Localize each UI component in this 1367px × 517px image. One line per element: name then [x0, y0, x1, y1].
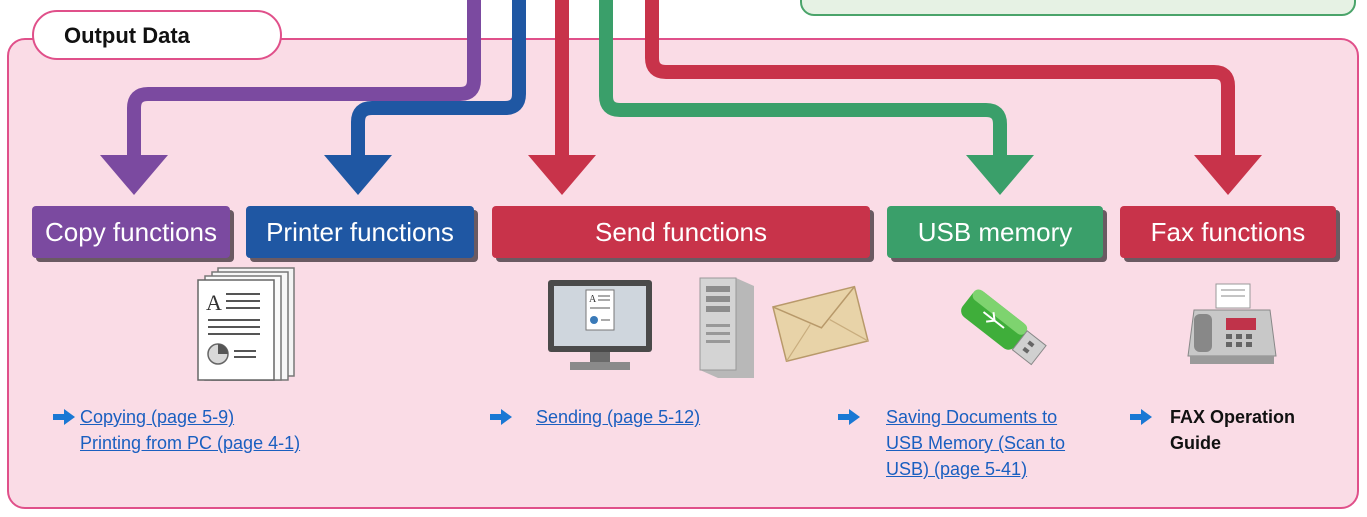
svg-text:A: A	[589, 294, 597, 305]
usb-arrow-head	[966, 155, 1034, 195]
output-data-tab: Output Data	[32, 10, 282, 60]
printing-link[interactable]: Printing from PC (page 4-1)	[80, 433, 301, 453]
usb-drive-icon	[961, 289, 1047, 366]
monitor-icon: A	[548, 280, 652, 370]
sending-link[interactable]: Sending (page 5-12)	[536, 407, 701, 427]
envelope-icon	[772, 285, 869, 362]
arrow-bullet-icon	[53, 409, 75, 425]
fax-machine-icon	[1187, 283, 1277, 364]
page-title: Output Data	[64, 23, 190, 48]
fax-functions-box: Fax functions	[1120, 206, 1336, 258]
document-stack-icon: A	[197, 267, 295, 381]
copying-link[interactable]: Copying (page 5-9)	[80, 407, 235, 427]
usb-saving-link-line1[interactable]: Saving Documents to	[886, 407, 1058, 427]
usb-flow-line	[599, 0, 1007, 167]
copy-functions-box: Copy functions	[32, 206, 230, 258]
fax-guide-line2: Guide	[1170, 433, 1222, 453]
usb-saving-link-line2[interactable]: USB Memory (Scan to	[886, 433, 1066, 453]
printer-flow-line	[351, 0, 526, 167]
printer-functions-box: Printer functions	[246, 206, 474, 258]
fax-guide-line1: FAX Operation	[1170, 407, 1296, 427]
copy-arrow-head	[100, 155, 168, 195]
fax-flow-line	[645, 0, 1235, 167]
send-arrow-head	[528, 155, 596, 195]
send-functions-box: Send functions	[492, 206, 870, 258]
arrow-bullet-icon	[1130, 409, 1152, 425]
copy-flow-line	[127, 0, 481, 167]
arrow-bullet-icon	[838, 409, 860, 425]
svg-text:A: A	[206, 290, 222, 315]
printer-arrow-head	[324, 155, 392, 195]
usb-memory-box: USB memory	[887, 206, 1103, 258]
arrow-bullet-icon	[490, 409, 512, 425]
usb-saving-link-line3[interactable]: USB) (page 5-41)	[886, 459, 1028, 479]
fax-arrow-head	[1194, 155, 1262, 195]
server-tower-icon	[699, 277, 754, 378]
